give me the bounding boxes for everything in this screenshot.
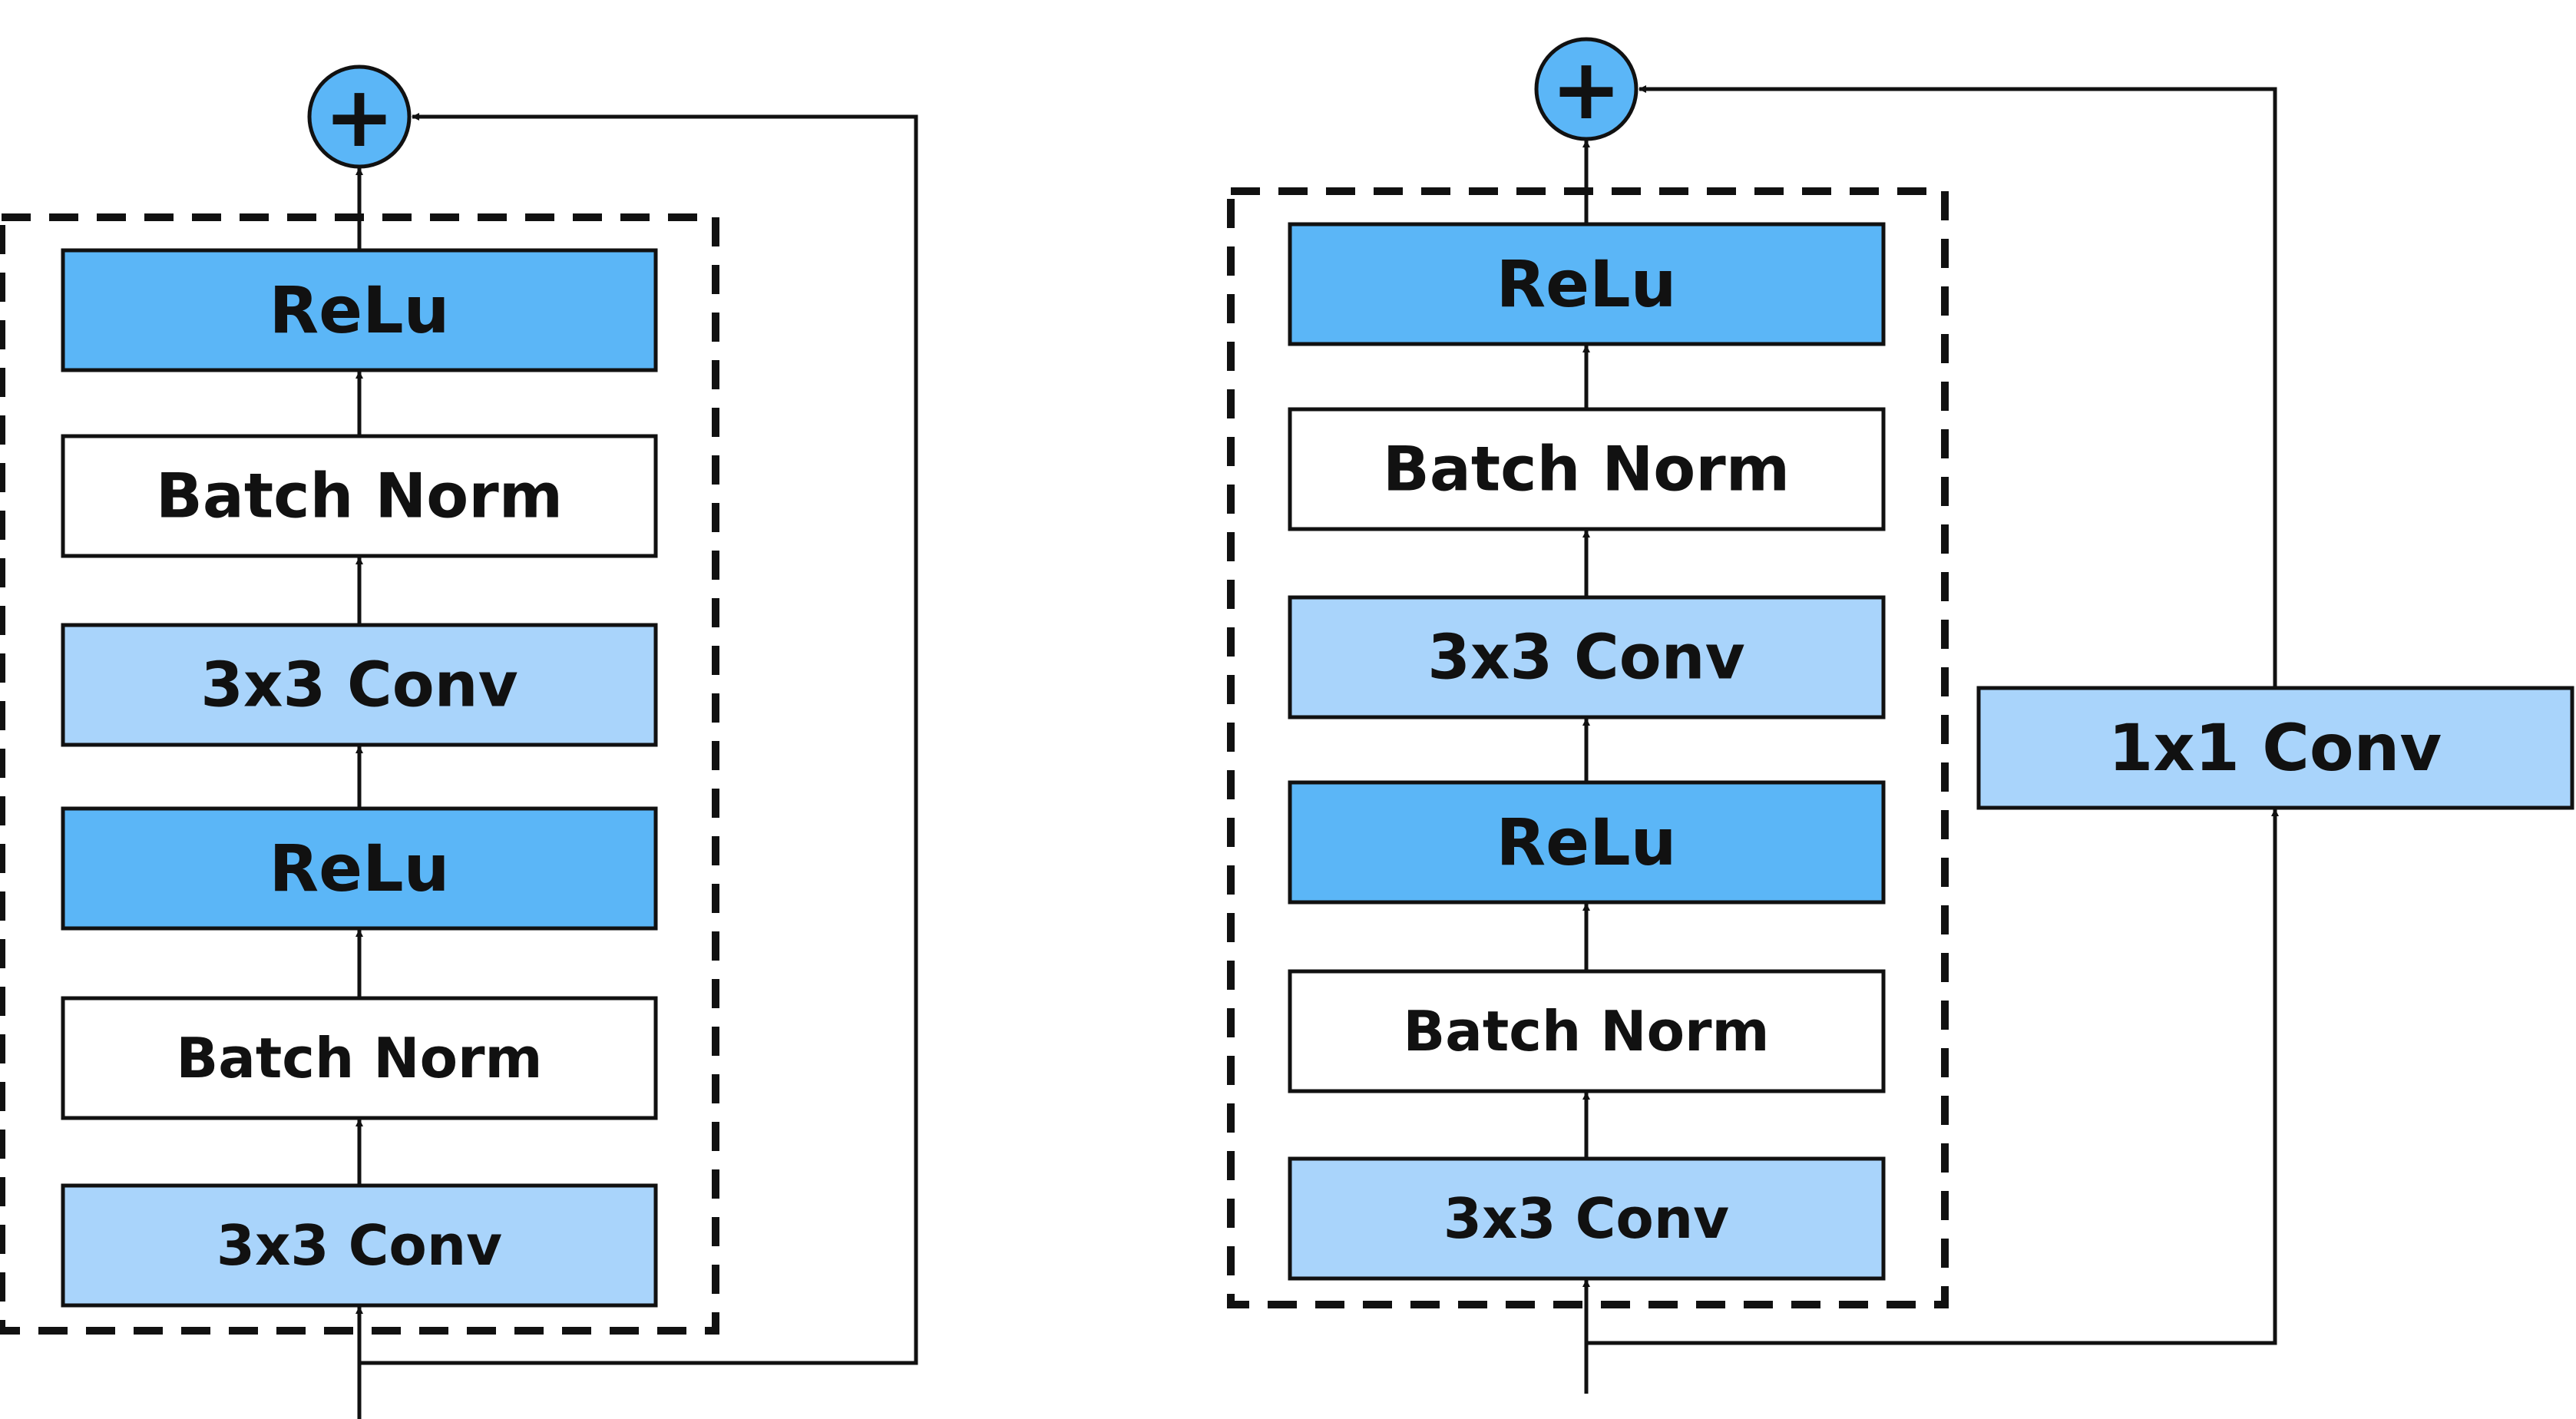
left-residual-block: ReLu Batch Norm 3x3 Conv ReLu Batch Norm… (0, 64, 918, 1419)
left-add-circle (307, 64, 412, 169)
right-layer-relu-top-box (1288, 222, 1886, 346)
left-layer-conv-bottom: 3x3 Conv (61, 1183, 658, 1308)
left-layer-batchnorm-top: Batch Norm (61, 434, 658, 558)
right-layer-conv-top-label: 3x3 Conv (1427, 622, 1745, 693)
right-layer-relu-top-label: ReLu (1496, 246, 1677, 322)
left-layer-relu-bottom: ReLu (61, 806, 658, 931)
left-layer-conv-top: 3x3 Conv (61, 623, 658, 747)
right-add-circle (1534, 37, 1639, 141)
right-shortcut-conv: 1x1 Conv (1976, 686, 2574, 810)
right-shortcut-conv-label: 1x1 Conv (2108, 710, 2442, 786)
left-layer-conv-top-box (61, 623, 658, 747)
right-layer-relu-top: ReLu (1288, 222, 1886, 346)
right-layer-batchnorm-bottom: Batch Norm (1288, 969, 1886, 1093)
right-layer-conv-bottom: 3x3 Conv (1288, 1156, 1886, 1281)
right-layer-batchnorm-bottom-box (1288, 969, 1886, 1093)
right-layer-batchnorm-top: Batch Norm (1288, 407, 1886, 531)
left-layer-relu-top: ReLu (61, 248, 658, 372)
right-layer-conv-bottom-label: 3x3 Conv (1443, 1186, 1729, 1251)
right-layer-relu-bottom-label: ReLu (1496, 805, 1677, 880)
right-layer-relu-bottom: ReLu (1288, 780, 1886, 905)
right-layer-conv-top-box (1288, 595, 1886, 719)
right-layer-conv-bottom-box (1288, 1156, 1886, 1281)
right-layer-batchnorm-top-label: Batch Norm (1383, 434, 1790, 505)
right-layer-conv-top: 3x3 Conv (1288, 595, 1886, 719)
left-add-symbol: + (324, 68, 395, 166)
right-layer-batchnorm-bottom-label: Batch Norm (1403, 999, 1769, 1063)
left-identity-shortcut (359, 113, 918, 1365)
left-layer-relu-bottom-label: ReLu (270, 831, 450, 906)
right-add-node: + (1534, 37, 1639, 141)
left-layer-conv-bottom-label: 3x3 Conv (217, 1213, 502, 1278)
left-layer-batchnorm-top-label: Batch Norm (156, 461, 563, 532)
left-layer-relu-top-label: ReLu (270, 273, 450, 348)
right-layer-relu-bottom-box (1288, 780, 1886, 905)
left-layer-batchnorm-bottom-label: Batch Norm (176, 1026, 542, 1090)
right-shortcut-out (1639, 85, 2277, 688)
right-shortcut-in (1586, 809, 2279, 1345)
right-layer-batchnorm-top-box (1288, 407, 1886, 531)
right-residual-block: ReLu Batch Norm 3x3 Conv ReLu Batch Norm… (1227, 37, 2574, 1394)
left-layer-conv-top-label: 3x3 Conv (200, 650, 518, 721)
left-layer-batchnorm-top-box (61, 434, 658, 558)
right-add-symbol: + (1551, 40, 1622, 138)
left-layer-batchnorm-bottom: Batch Norm (61, 996, 658, 1120)
left-add-node: + (307, 64, 412, 169)
